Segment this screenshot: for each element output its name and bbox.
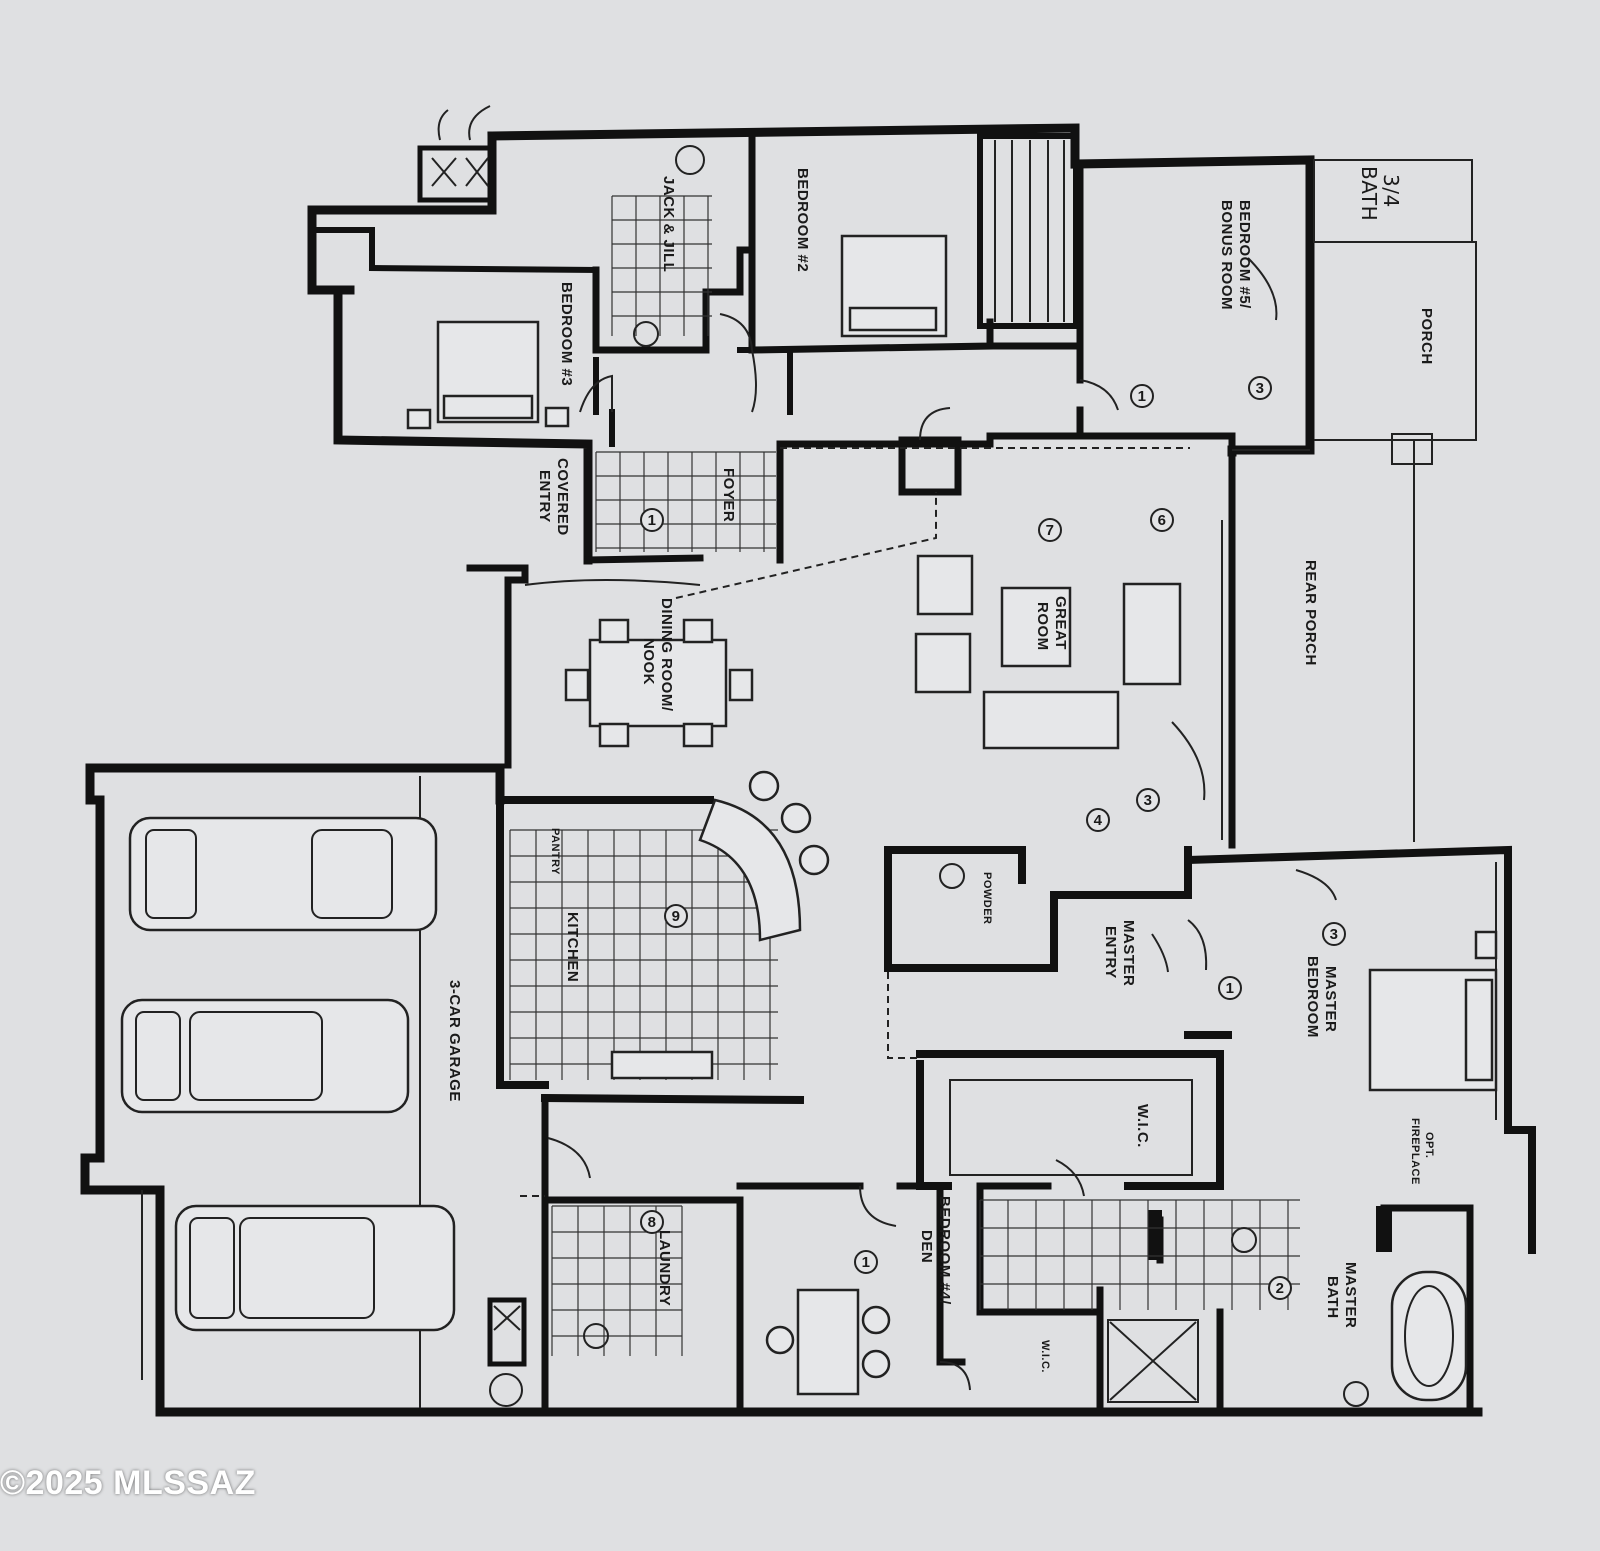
label-master-entry-1: MASTER	[1120, 920, 1137, 986]
label-den: DEN	[918, 1230, 935, 1263]
marker-label: 2	[1276, 1280, 1285, 1297]
room-labels: BEDROOM #2 BEDROOM #3 BEDROOM #5/ BONUS …	[446, 166, 1435, 1373]
label-bonus-room: BONUS ROOM	[1218, 200, 1235, 310]
label-pantry: PANTRY	[549, 828, 561, 875]
marker-1: 1	[640, 508, 664, 532]
marker-label: 7	[1046, 522, 1055, 539]
copyright-watermark: ©2025 MLSSAZ	[0, 1464, 256, 1502]
marker-1: 1	[1130, 384, 1154, 408]
label-master-bath-1: MASTER	[1342, 1262, 1359, 1328]
label-master-entry-2: ENTRY	[1102, 926, 1119, 979]
marker-label: 4	[1094, 812, 1103, 829]
marker-4: 4	[1086, 808, 1110, 832]
marker-label: 3	[1256, 380, 1265, 397]
label-room: ROOM	[1034, 602, 1051, 651]
label-jack-jill: JACK & JILL	[660, 176, 677, 272]
marker-label: 8	[648, 1214, 657, 1231]
label-3-car-garage: 3-CAR GARAGE	[446, 980, 463, 1102]
marker-label: 1	[648, 512, 657, 529]
marker-1: 1	[1218, 976, 1242, 1000]
label-great: GREAT	[1052, 596, 1069, 650]
exterior-walls	[80, 105, 1536, 1417]
label-opt: OPT.	[1423, 1132, 1435, 1158]
marker-1: 1	[854, 1250, 878, 1274]
marker-3: 3	[1136, 788, 1160, 812]
label-bedroom-5: BEDROOM #5/	[1236, 200, 1253, 309]
label-nook: NOOK	[640, 638, 657, 685]
marker-label: 1	[862, 1254, 871, 1271]
marker-label: 1	[1138, 388, 1147, 405]
label-entry: ENTRY	[536, 470, 553, 523]
car-1	[128, 816, 438, 932]
label-rear-porch: REAR PORCH	[1302, 560, 1319, 666]
label-dining-room: DINING ROOM/	[658, 598, 675, 712]
tile-grids	[509, 195, 1300, 1356]
marker-9: 9	[664, 904, 688, 928]
label-porch: PORCH	[1418, 308, 1435, 365]
label-kitchen: KITCHEN	[564, 912, 581, 982]
marker-label: 9	[672, 908, 681, 925]
label-bedroom-3: BEDROOM #3	[558, 282, 575, 386]
markers: 1 1 1 1 2 3 3 3 4 6 7 8 9	[640, 376, 1346, 1300]
marker-label: 3	[1144, 792, 1153, 809]
label-powder: POWDER	[981, 872, 993, 925]
label-bedroom-2: BEDROOM #2	[794, 168, 811, 272]
label-wic-master: W.I.C.	[1134, 1104, 1151, 1148]
label-bath: BATH	[1357, 166, 1381, 221]
label-wic-small: W.I.C.	[1039, 1340, 1051, 1373]
marker-8: 8	[640, 1210, 664, 1234]
marker-label: 6	[1158, 512, 1167, 529]
marker-label: 3	[1330, 926, 1339, 943]
marker-6: 6	[1150, 508, 1174, 532]
label-laundry: LAUNDRY	[656, 1230, 673, 1306]
car-2	[120, 998, 410, 1114]
car-3	[174, 1204, 456, 1332]
marker-3: 3	[1248, 376, 1272, 400]
marker-2: 2	[1268, 1276, 1292, 1300]
label-three-quarter: 3/4	[1379, 174, 1403, 208]
label-fireplace: FIREPLACE	[1409, 1118, 1421, 1185]
marker-label: 1	[1226, 980, 1235, 997]
label-master-bedroom-1: MASTER	[1322, 966, 1339, 1032]
marker-3: 3	[1322, 922, 1346, 946]
label-master-bedroom-2: BEDROOM	[1304, 956, 1321, 1038]
door-swings	[547, 257, 1337, 1391]
label-bedroom-4: BEDROOM #4/	[936, 1196, 953, 1305]
furniture	[120, 145, 1498, 1407]
label-covered: COVERED	[554, 458, 571, 536]
marker-7: 7	[1038, 518, 1062, 542]
label-foyer: FOYER	[720, 468, 737, 522]
label-master-bath-2: BATH	[1324, 1276, 1341, 1319]
dashed-lines	[520, 447, 1190, 1197]
